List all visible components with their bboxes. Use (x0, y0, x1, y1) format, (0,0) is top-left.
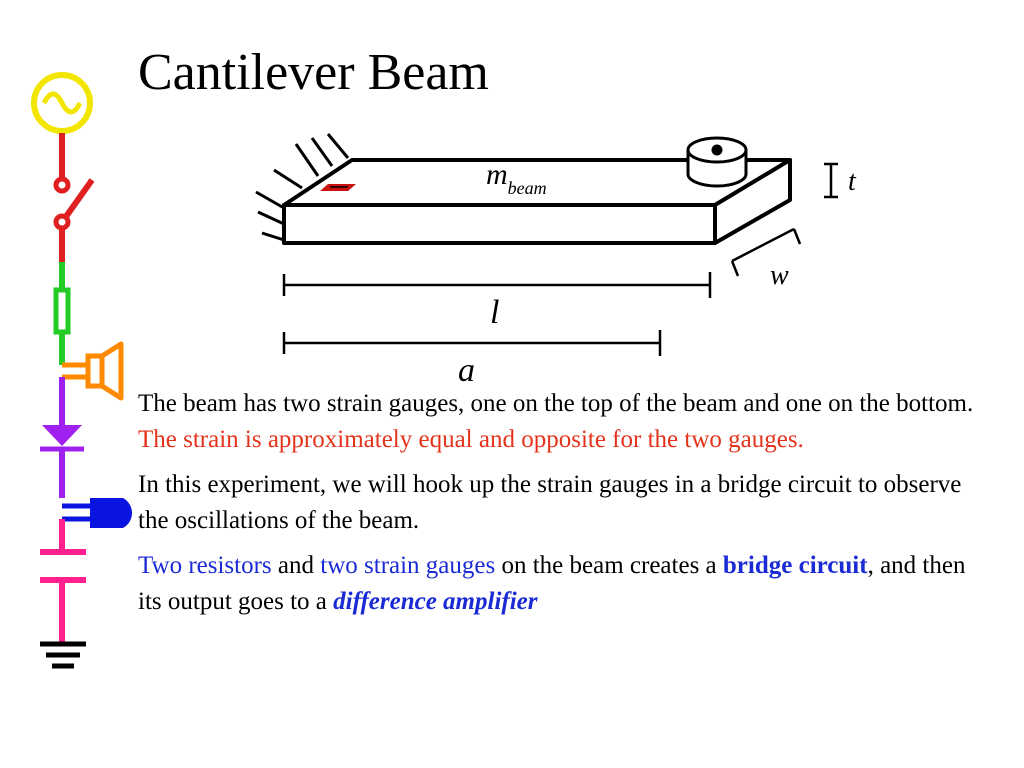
term-difference-amplifier: difference amplifier (333, 588, 538, 615)
lamp-icon (62, 498, 132, 528)
capacitor-icon (40, 549, 86, 583)
slide-title: Cantilever Beam (138, 44, 489, 101)
highlight-strain-equal: The strain is approximately equal and op… (138, 426, 804, 453)
diode-icon (40, 425, 84, 452)
paragraph-strain-gauges: The beam has two strain gauges, one on t… (138, 390, 974, 453)
ground-icon (40, 641, 86, 669)
mass-label: mbeam (486, 158, 547, 198)
length-marker (282, 272, 712, 298)
thickness-marker (824, 162, 838, 199)
circuit-strip (31, 72, 132, 669)
wall-hatch (255, 133, 350, 242)
beam-body (282, 158, 792, 245)
beam-figure: mbeam t w l a (255, 133, 857, 388)
width-marker (730, 227, 802, 277)
term-bridge-circuit: bridge circuit (722, 552, 868, 579)
paragraph-bridge: Two resistors and two strain gauges on t… (138, 552, 966, 615)
body-text: The beam has two strain gauges, one on t… (138, 386, 978, 629)
ac-source-icon (31, 72, 93, 134)
strain-gauge-icon (320, 184, 356, 191)
distance-marker (282, 330, 662, 356)
mass-icon (686, 136, 748, 188)
link-two-strain-gauges[interactable]: two strain gauges (320, 552, 496, 579)
width-label: w (770, 260, 789, 291)
speaker-icon (62, 341, 124, 401)
link-two-resistors[interactable]: Two resistors (138, 552, 272, 579)
fuse-icon (53, 287, 71, 335)
paragraph-experiment: In this experiment, we will hook up the … (138, 471, 962, 534)
distance-label: a (458, 352, 475, 388)
length-label: l (490, 294, 499, 331)
thickness-label: t (848, 166, 857, 197)
switch-icon (53, 176, 95, 231)
